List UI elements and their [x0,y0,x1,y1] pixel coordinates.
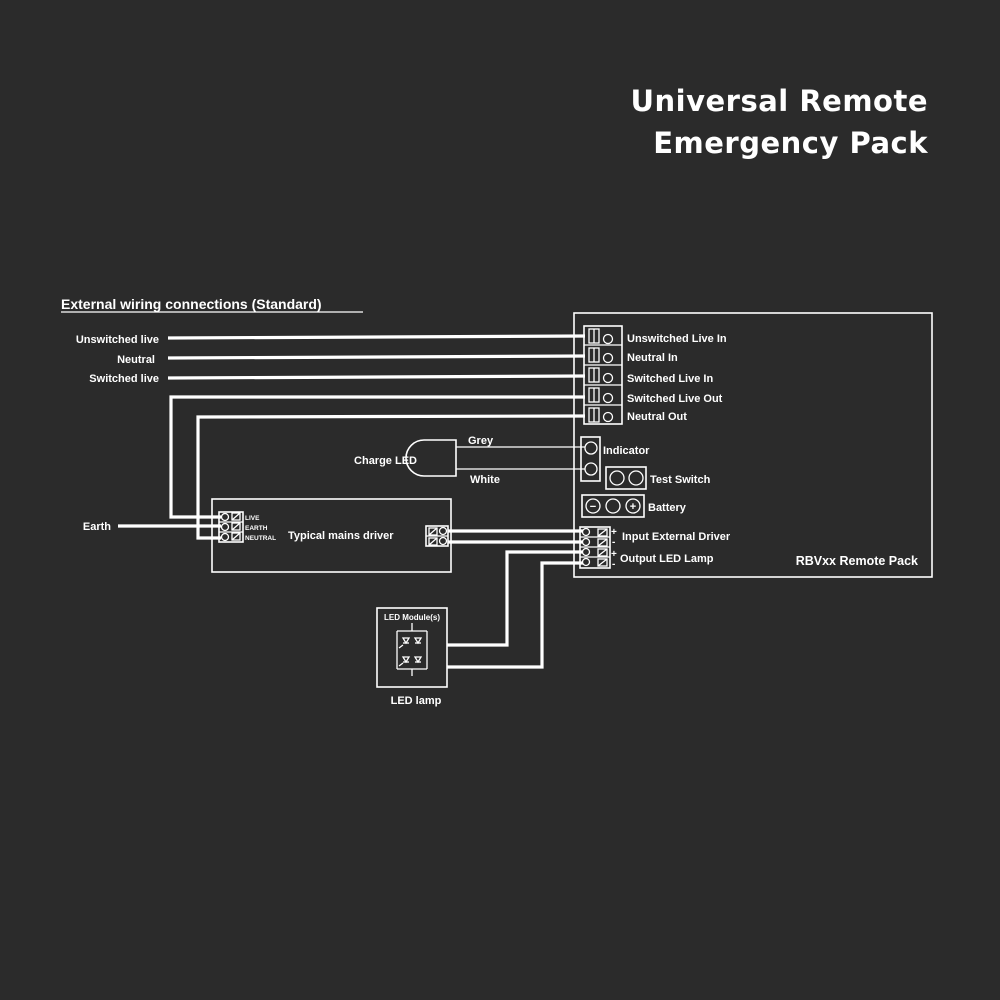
wire-neutral [167,354,586,360]
wire-switched-live [167,374,586,380]
test-switch-terminal-2 [628,470,644,486]
wire-unswitched-live [167,334,586,340]
driver-neutral-terminal [220,532,230,542]
label-neutral-in: Neutral In [627,352,678,364]
label-test-switch: Test Switch [650,474,711,486]
battery-minus-symbol: − [590,501,596,513]
battery-minus-terminal [585,498,601,514]
wire-lamp-plus [447,550,583,647]
dc-terminal-block [579,526,611,569]
wire-lamp-minus [447,561,583,669]
driver-output-plus-terminal [438,526,448,536]
input-minus-symbol: - [612,537,615,548]
label-grey: Grey [468,435,494,447]
dc-terminal-2 [581,537,591,547]
title-line-1: Universal Remote [630,84,928,118]
output-minus-symbol: - [612,559,615,570]
label-earth: Earth [83,521,111,533]
driver-output-minus-terminal [438,536,448,546]
remote-pack-box [573,312,933,578]
label-switched-live-in: Switched Live In [627,373,713,385]
led-module-icon [396,623,428,676]
mains-driver-box [211,498,452,573]
driver-neutral-label: NEUTRAL [245,535,276,542]
wire-switched-live-out [169,395,585,519]
label-unswitched-live-in: Unswitched Live In [627,333,727,345]
driver-live-terminal [220,512,230,522]
input-plus-symbol: + [611,527,617,538]
label-mains-driver: Typical mains driver [288,530,394,542]
label-unswitched-live: Unswitched live [76,334,159,346]
terminal-switched-live-out [588,387,614,404]
title-line-2: Emergency Pack [653,126,928,160]
remote-pack-name: RBVxx Remote Pack [796,554,918,568]
label-switched-live-out: Switched Live Out [627,393,723,405]
label-charge-led: Charge LED [354,455,417,467]
section-heading: External wiring connections (Standard) [61,296,322,312]
test-switch-terminal-1 [609,470,625,486]
test-switch [605,466,647,490]
indicator-terminals [580,436,601,482]
charge-led-icon [405,439,457,477]
driver-earth-terminal [220,522,230,532]
label-neutral: Neutral [117,354,155,366]
label-indicator: Indicator [603,445,650,457]
driver-earth-label: EARTH [245,525,268,532]
label-switched-live: Switched live [89,373,159,385]
label-white: White [470,474,500,486]
label-neutral-out: Neutral Out [627,411,687,423]
battery-plus-terminal [625,498,641,514]
battery-connector: − + [581,494,645,518]
output-plus-symbol: + [611,549,617,560]
mains-driver-input-terminals [218,511,244,543]
driver-live-label: LIVE [245,515,260,522]
terminal-neutral-out [588,407,614,423]
label-battery: Battery [648,502,687,514]
label-led-lamp: LED lamp [391,695,442,707]
terminal-block [583,325,623,425]
label-output-led-lamp: Output LED Lamp [620,553,714,565]
terminal-neutral-in [588,347,614,364]
battery-middle-terminal [605,498,621,514]
label-input-external-driver: Input External Driver [622,531,731,543]
wire-neutral-out [196,414,586,540]
terminal-switched-live-in [588,367,614,384]
led-lamp-box [376,607,448,688]
terminal-unswitched-live-in [588,328,614,345]
battery-plus-symbol: + [630,501,636,513]
dc-terminal-4 [581,557,591,567]
remote-pack-mains-terminals [583,325,623,425]
mains-driver-output-terminals [425,525,449,547]
page-title: Universal Remote Emergency Pack [328,80,928,164]
label-led-module: LED Module(s) [384,613,440,622]
dc-terminal-3 [581,547,591,557]
dc-terminal-1 [581,527,591,537]
indicator-terminal-white [584,462,598,476]
indicator-terminal-grey [584,441,598,455]
